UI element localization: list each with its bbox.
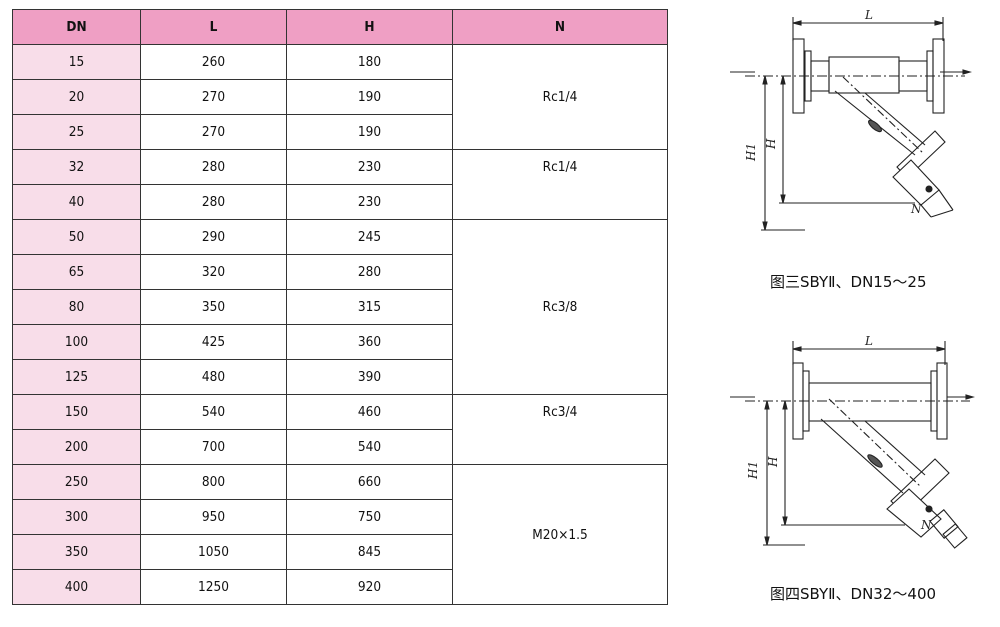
cell-h: 230 xyxy=(286,149,453,185)
table-header-row: DN L H N xyxy=(12,9,668,45)
cell-dn: 400 xyxy=(12,569,141,605)
table-row: 400 1250 920 xyxy=(12,569,668,605)
cell-h: 180 xyxy=(286,44,453,80)
cell-l: 320 xyxy=(140,254,287,290)
figure-caption: 图三SBYⅡ、DN15～25 xyxy=(770,273,927,291)
cell-l: 260 xyxy=(140,44,287,80)
cell-l: 1250 xyxy=(140,569,287,605)
table-row: 150 540 460 Rc3/4 xyxy=(12,394,668,465)
strainer-drawing-large: L H1 H N xyxy=(730,334,975,549)
cell-l: 950 xyxy=(140,499,287,535)
cell-dn: 250 xyxy=(12,464,141,500)
table-row: 250 800 660 M20×1.5 xyxy=(12,464,668,605)
cell-dn: 20 xyxy=(12,79,141,115)
cell-n: Rc1/4 xyxy=(452,149,668,220)
cell-dn: 40 xyxy=(12,184,141,220)
cell-dn: 25 xyxy=(12,114,141,150)
table-row: 15 260 180 Rc1/4 xyxy=(12,44,668,150)
table-row: 65 320 280 xyxy=(12,254,668,290)
table-row: 40 280 230 xyxy=(12,184,668,220)
figure-caption: 图四SBYⅡ、DN32～400 xyxy=(770,585,937,603)
cell-dn: 50 xyxy=(12,219,141,255)
cell-dn: 200 xyxy=(12,429,141,465)
cell-dn: 32 xyxy=(12,149,141,185)
cell-l: 425 xyxy=(140,324,287,360)
cell-h: 540 xyxy=(286,429,453,465)
dim-l-label: L xyxy=(864,334,873,348)
cell-dn: 150 xyxy=(12,394,141,430)
table-row: 125 480 390 xyxy=(12,359,668,395)
cell-h: 460 xyxy=(286,394,453,430)
table-row: 20 270 190 xyxy=(12,79,668,115)
cell-n: Rc1/4 xyxy=(452,44,668,150)
table-row: 200 700 540 xyxy=(12,429,668,465)
cell-h: 660 xyxy=(286,464,453,500)
cell-h: 230 xyxy=(286,184,453,220)
cell-l: 280 xyxy=(140,184,287,220)
cell-dn: 350 xyxy=(12,534,141,570)
cell-dn: 100 xyxy=(12,324,141,360)
cell-dn: 80 xyxy=(12,289,141,325)
dim-h-label: H xyxy=(766,456,780,468)
cell-l: 270 xyxy=(140,79,287,115)
cell-l: 350 xyxy=(140,289,287,325)
dim-h1-label: H1 xyxy=(746,461,760,480)
cell-h: 315 xyxy=(286,289,453,325)
cell-h: 845 xyxy=(286,534,453,570)
cell-dn: 300 xyxy=(12,499,141,535)
cell-l: 290 xyxy=(140,219,287,255)
header-dn: DN xyxy=(12,9,141,45)
cell-n: Rc3/8 xyxy=(452,219,668,395)
dim-h1-label: H1 xyxy=(744,143,758,162)
header-h: H xyxy=(286,9,453,45)
table-row: 25 270 190 xyxy=(12,114,668,150)
header-l: L xyxy=(140,9,287,45)
cell-l: 280 xyxy=(140,149,287,185)
dim-l-label: L xyxy=(864,8,873,22)
cell-h: 360 xyxy=(286,324,453,360)
cell-l: 540 xyxy=(140,394,287,430)
cell-h: 390 xyxy=(286,359,453,395)
cell-h: 750 xyxy=(286,499,453,535)
cell-h: 190 xyxy=(286,79,453,115)
header-n: N xyxy=(452,9,668,45)
cell-h: 280 xyxy=(286,254,453,290)
cell-dn: 15 xyxy=(12,44,141,80)
cell-n: Rc3/4 xyxy=(452,394,668,465)
table-row: 100 425 360 xyxy=(12,324,668,360)
cell-dn: 65 xyxy=(12,254,141,290)
table-row: 50 290 245 Rc3/8 xyxy=(12,219,668,395)
strainer-drawing-small: L H1 H N xyxy=(730,8,973,231)
spec-table: DN L H N 15 260 180 Rc1/4 20 270 190 25 … xyxy=(12,9,668,605)
cell-h: 245 xyxy=(286,219,453,255)
cell-l: 700 xyxy=(140,429,287,465)
table-row: 80 350 315 xyxy=(12,289,668,325)
dim-n-label: N xyxy=(910,202,922,216)
cell-n: M20×1.5 xyxy=(452,464,668,605)
cell-h: 190 xyxy=(286,114,453,150)
table-row: 32 280 230 Rc1/4 xyxy=(12,149,668,220)
cell-l: 1050 xyxy=(140,534,287,570)
cell-h: 920 xyxy=(286,569,453,605)
cell-l: 800 xyxy=(140,464,287,500)
dim-n-label: N xyxy=(920,518,932,532)
dim-h-label: H xyxy=(764,138,778,150)
cell-l: 270 xyxy=(140,114,287,150)
cell-l: 480 xyxy=(140,359,287,395)
cell-dn: 125 xyxy=(12,359,141,395)
